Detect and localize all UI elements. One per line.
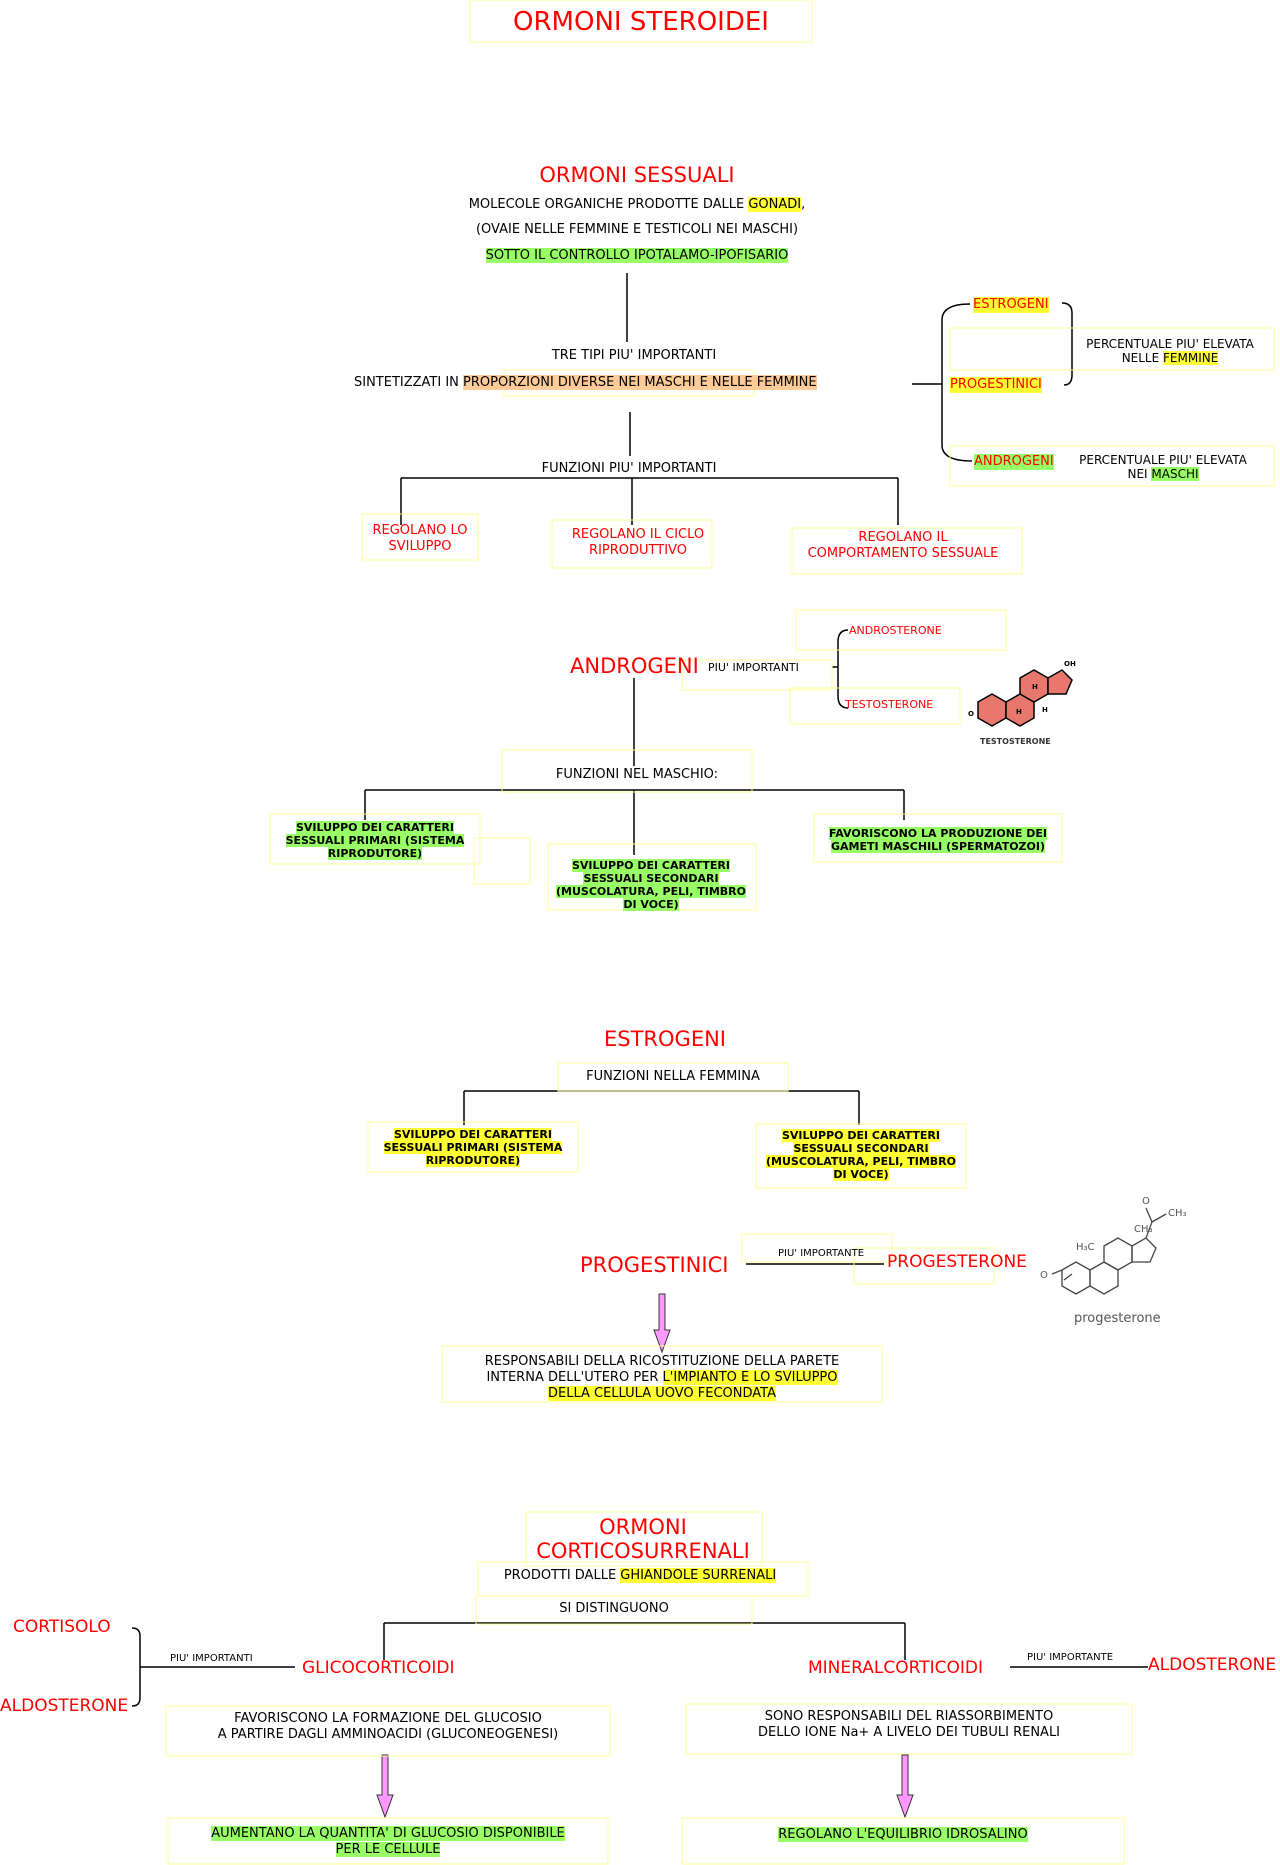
synthesized-label: SINTETIZZATI IN PROPORZIONI DIVERSE NEI … [354, 375, 817, 390]
progesterone-label: PROGESTERONE [887, 1252, 1027, 1272]
sex-hormones-line1: MOLECOLE ORGANICHE PRODOTTE DALLE GONADI… [468, 197, 806, 212]
glucocorticoids-title: GLICOCORTICOIDI [302, 1658, 455, 1678]
female-note: PERCENTUALE PIU' ELEVATA NELLE FEMMINE [1086, 337, 1254, 365]
svg-text:H: H [1016, 708, 1022, 716]
cortico-distinguish: SI DISTINGUONO [559, 1601, 669, 1616]
estrogens-title: ESTROGENI [604, 1027, 726, 1051]
androgens-functions-title: FUNZIONI NEL MASCHIO: [555, 767, 719, 782]
androgens-most-important: PIU' IMPORTANTI [708, 661, 799, 674]
svg-text:H: H [1032, 683, 1038, 691]
gluco-effect: AUMENTANO LA QUANTITA' DI GLUCOSIO DISPO… [211, 1826, 565, 1857]
sex-hormones-line3: SOTTO IL CONTROLLO IPOTALAMO-IPOFISARIO [485, 248, 789, 263]
testosterone-caption: TESTOSTERONE [980, 737, 1051, 746]
gonadi-highlight: GONADI [748, 197, 802, 212]
androgen-function-primary: SVILUPPO DEI CARATTERI SESSUALI PRIMARI … [285, 821, 465, 860]
gluco-most-important: PIU' IMPORTANTI [170, 1653, 253, 1664]
androsterone-label: ANDROSTERONE [849, 624, 942, 637]
mineral-most-important: PIU' IMPORTANTE [1027, 1652, 1114, 1663]
testosterone-structure-image: OH H H H O TESTOSTERONE [968, 660, 1076, 746]
mineral-description: SONO RESPONSABILI DEL RIASSORBIMENTO DEL… [757, 1709, 1061, 1740]
type-estrogeni: ESTROGENI [973, 297, 1049, 313]
aldosterone-left-label: ALDOSTERONE [0, 1696, 129, 1716]
estrogen-function-secondary: SVILUPPO DEI CARATTERI SESSUALI SECONDAR… [766, 1129, 956, 1181]
adrenal-glands-highlight: GHIANDOLE SURRENALI [620, 1568, 777, 1583]
gluco-description: FAVORISCONO LA FORMAZIONE DEL GLUCOSIO A… [217, 1711, 559, 1742]
mineral-effect: REGOLANO L'EQUILIBRIO IDROSALINO [778, 1827, 1028, 1842]
androgen-function-secondary: SVILUPPO DEI CARATTERI SESSUALI SECONDAR… [556, 859, 746, 911]
progestins-description: RESPONSABILI DELLA RICOSTITUZIONE DELLA … [484, 1354, 840, 1401]
cortico-produced: PRODOTTI DALLE GHIANDOLE SURRENALI [503, 1568, 777, 1583]
page-title: ORMONI STEROIDEI [513, 7, 769, 37]
type-androgeni: ANDROGENI [974, 454, 1054, 470]
functions-title: FUNZIONI PIU' IMPORTANTI [541, 461, 717, 476]
estrogen-function-primary: SVILUPPO DEI CARATTERI SESSUALI PRIMARI … [383, 1128, 563, 1167]
svg-text:CH₃: CH₃ [1134, 1224, 1153, 1235]
cortico-title: ORMONI CORTICOSURRENALI [536, 1515, 750, 1563]
estrogens-functions-title: FUNZIONI NELLA FEMMINA [586, 1069, 760, 1084]
progestins-title: PROGESTINICI [580, 1253, 729, 1277]
proportions-highlight: PROPORZIONI DIVERSE NEI MASCHI E NELLE F… [463, 375, 817, 390]
progesterone-structure-image: O H₃C CH₃ CH₃ O progesterone [1040, 1196, 1187, 1326]
svg-text:CH₃: CH₃ [1168, 1208, 1187, 1219]
sex-hormones-line2: (OVAIE NELLE FEMMINE E TESTICOLI NEI MAS… [475, 222, 799, 237]
svg-text:H₃C: H₃C [1076, 1242, 1095, 1253]
three-types-label: TRE TIPI PIU' IMPORTANTI [551, 348, 717, 363]
svg-text:OH: OH [1064, 660, 1076, 668]
progestins-most-important: PIU' IMPORTANTE [778, 1248, 865, 1259]
cortisol-label: CORTISOLO [13, 1617, 111, 1637]
progesterone-caption: progesterone [1074, 1311, 1161, 1326]
svg-text:O: O [1040, 1270, 1048, 1281]
aldosterone-right-label: ALDOSTERONE [1148, 1655, 1277, 1675]
type-progestinici: PROGESTINICI [950, 377, 1042, 393]
svg-text:H: H [1042, 706, 1048, 714]
male-note: PERCENTUALE PIU' ELEVATA NEI MASCHI [1079, 453, 1247, 481]
androgens-title: ANDROGENI [570, 654, 699, 678]
testosterone-label: TESTOSTERONE [845, 698, 934, 711]
svg-text:O: O [968, 710, 974, 718]
sex-hormones-title: ORMONI SESSUALI [539, 163, 735, 187]
mineralocorticoids-title: MINERALCORTICOIDI [808, 1658, 983, 1678]
svg-text:O: O [1142, 1196, 1150, 1207]
androgen-function-gametes: FAVORISCONO LA PRODUZIONE DEI GAMETI MAS… [829, 827, 1047, 853]
